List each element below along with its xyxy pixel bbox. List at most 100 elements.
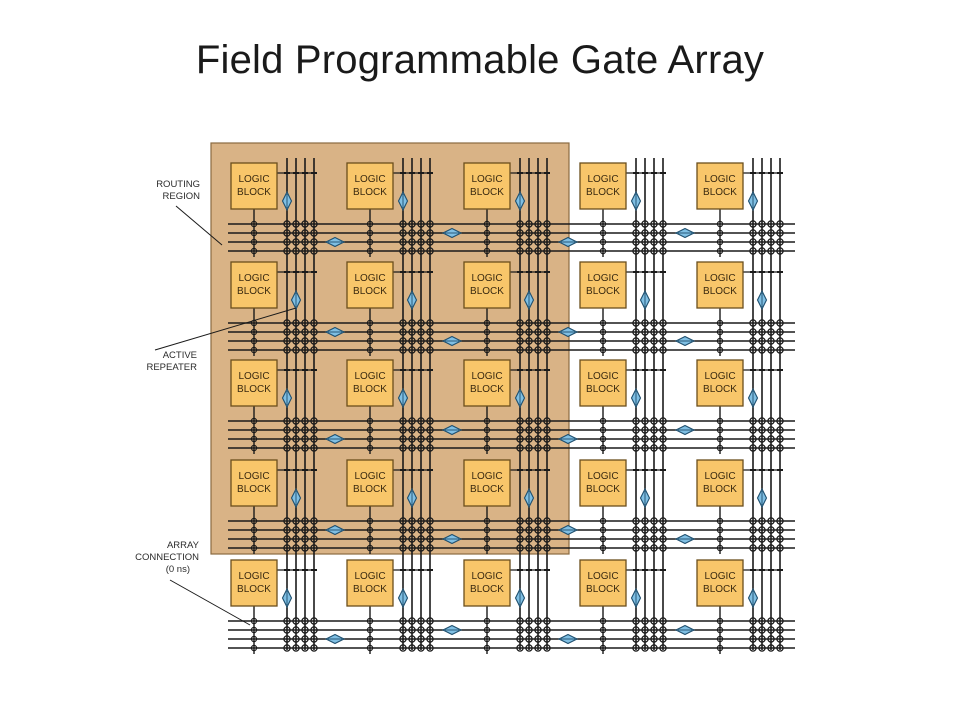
- switch-point: [650, 444, 658, 452]
- active-repeater: [441, 624, 463, 636]
- switch-point: [301, 319, 309, 327]
- switch-point: [641, 229, 649, 237]
- switch-point: [483, 535, 491, 543]
- switch-point: [292, 535, 300, 543]
- active-repeater: [324, 433, 346, 445]
- switch-point: [767, 635, 775, 643]
- switch-point: [399, 346, 407, 354]
- switch-point: [399, 626, 407, 634]
- switch-point: [650, 544, 658, 552]
- switch-point: [516, 535, 524, 543]
- switch-point: [301, 517, 309, 525]
- switch-point: [408, 535, 416, 543]
- switch-point: [650, 626, 658, 634]
- logic-block-label: LOGIC: [238, 371, 269, 382]
- switch-point: [525, 319, 533, 327]
- switch-point: [716, 337, 724, 345]
- switch-point: [599, 319, 607, 327]
- switch-point: [283, 435, 291, 443]
- switch-point: [599, 328, 607, 336]
- switch-point: [366, 617, 374, 625]
- active-repeater: [674, 335, 696, 347]
- switch-point: [632, 238, 640, 246]
- active-repeater: [523, 487, 535, 509]
- switch-point: [483, 417, 491, 425]
- switch-point: [776, 635, 784, 643]
- switch-point: [767, 328, 775, 336]
- switch-point: [525, 247, 533, 255]
- switch-point: [776, 517, 784, 525]
- switch-point: [758, 346, 766, 354]
- switch-point: [543, 319, 551, 327]
- switch-point: [250, 644, 258, 652]
- switch-point: [632, 417, 640, 425]
- switch-point: [417, 238, 425, 246]
- switch-point: [749, 229, 757, 237]
- switch-point: [366, 435, 374, 443]
- routing-wires: [228, 158, 795, 654]
- switch-point: [767, 426, 775, 434]
- switch-point: [417, 337, 425, 345]
- switch-point: [310, 526, 318, 534]
- switch-point: [426, 337, 434, 345]
- switch-point: [767, 238, 775, 246]
- switch-point: [758, 644, 766, 652]
- switch-point: [483, 635, 491, 643]
- switch-point: [543, 617, 551, 625]
- switch-point: [426, 426, 434, 434]
- switch-point: [749, 444, 757, 452]
- switch-point: [483, 328, 491, 336]
- switch-point: [483, 337, 491, 345]
- switch-point: [767, 417, 775, 425]
- logic-block-label: BLOCK: [353, 187, 387, 198]
- switch-point: [301, 238, 309, 246]
- switch-point: [758, 517, 766, 525]
- switch-point: [749, 644, 757, 652]
- switch-point: [283, 526, 291, 534]
- switch-point: [716, 319, 724, 327]
- logic-block-label: BLOCK: [470, 484, 504, 495]
- switch-point: [408, 238, 416, 246]
- switch-point: [483, 626, 491, 634]
- active-repeater: [281, 587, 293, 609]
- switch-point: [483, 247, 491, 255]
- switch-point: [426, 238, 434, 246]
- switch-point: [366, 635, 374, 643]
- active-repeater: [441, 335, 463, 347]
- switch-point: [399, 229, 407, 237]
- switch-point: [767, 337, 775, 345]
- switch-point: [543, 417, 551, 425]
- switch-point: [650, 229, 658, 237]
- switch-point: [641, 435, 649, 443]
- switch-point: [516, 238, 524, 246]
- active-repeater-label: ACTIVE REPEATER: [146, 307, 297, 373]
- switch-point: [525, 517, 533, 525]
- switch-point: [310, 626, 318, 634]
- switch-point: [250, 426, 258, 434]
- switch-point: [426, 247, 434, 255]
- switch-point: [716, 617, 724, 625]
- switch-point: [408, 328, 416, 336]
- switch-point: [758, 617, 766, 625]
- active-repeater: [406, 289, 418, 311]
- switch-point: [659, 535, 667, 543]
- switch-point: [408, 444, 416, 452]
- switch-point: [659, 247, 667, 255]
- switch-point: [426, 517, 434, 525]
- logic-block-label: LOGIC: [238, 471, 269, 482]
- switch-point: [650, 346, 658, 354]
- active-repeater: [557, 633, 579, 645]
- switch-point: [659, 617, 667, 625]
- switch-point: [301, 526, 309, 534]
- switch-point: [516, 544, 524, 552]
- active-repeater: [514, 190, 526, 212]
- switch-point: [525, 238, 533, 246]
- switch-point: [310, 635, 318, 643]
- logic-block-label: LOGIC: [238, 273, 269, 284]
- active-repeater: [639, 289, 651, 311]
- switch-point: [543, 544, 551, 552]
